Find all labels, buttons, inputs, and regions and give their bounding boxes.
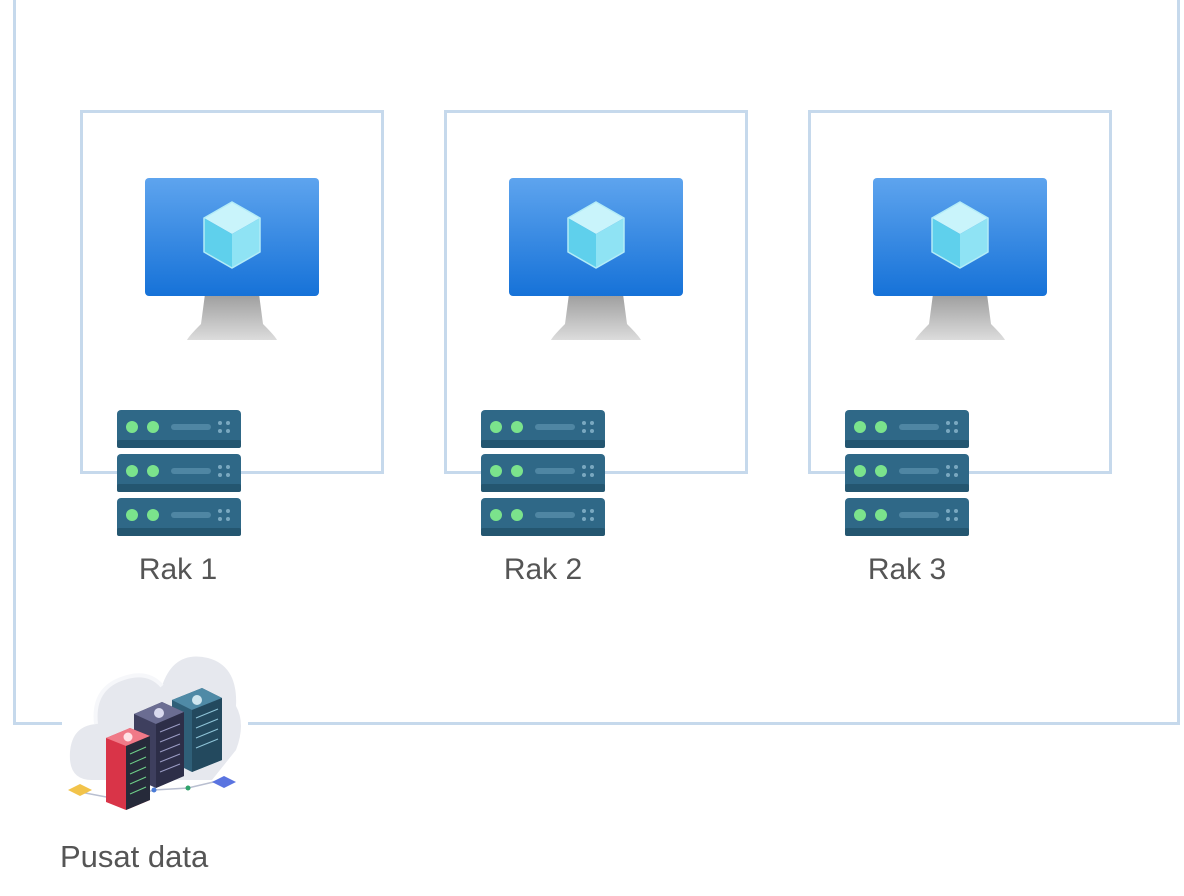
server-rack-icon <box>117 410 241 536</box>
datacenter-boundary <box>13 0 1180 725</box>
rack-2-label: Rak 2 <box>503 553 583 586</box>
rack-1-label: Rak 1 <box>138 553 218 586</box>
server-rack-icon <box>845 410 969 536</box>
virtual-machine-icon <box>509 178 683 340</box>
virtual-machine-icon <box>145 178 319 340</box>
rack-3-label: Rak 3 <box>867 553 947 586</box>
datacenter-label: Pusat data <box>60 839 209 874</box>
datacenter-cloud-icon <box>62 640 248 810</box>
virtual-machine-icon <box>873 178 1047 340</box>
server-rack-icon <box>481 410 605 536</box>
